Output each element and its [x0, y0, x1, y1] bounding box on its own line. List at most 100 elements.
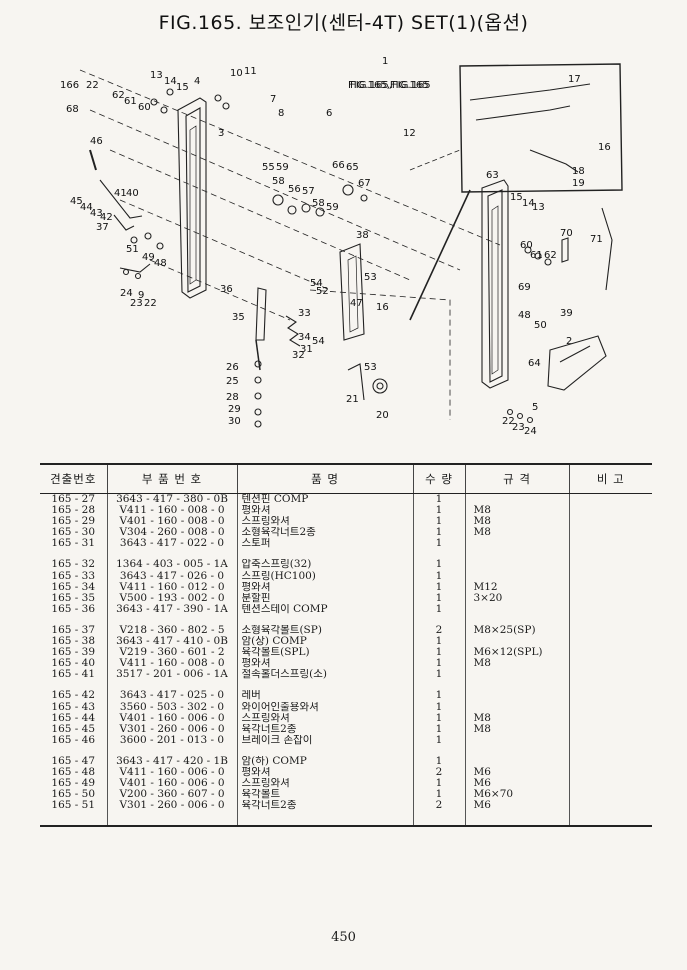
spec-cell: M6 [464, 800, 569, 812]
svg-text:22: 22 [502, 416, 515, 427]
part-name-cell: 레버 [236, 690, 413, 702]
table-spacer-row [40, 614, 652, 625]
part-name-cell: 평와셔 [236, 505, 413, 517]
table-header-row: 견출번호 부 품 번 호 품 명 수 량 규 격 비 고 [40, 463, 652, 494]
svg-text:6: 6 [326, 108, 332, 119]
quantity-cell: 1 [412, 647, 465, 659]
ref-no-cell [40, 811, 107, 828]
svg-text:24: 24 [524, 426, 537, 437]
svg-text:13: 13 [532, 202, 545, 213]
part-name-cell: 스프링와셔 [236, 712, 413, 724]
part-name-cell: 소형육각너트2종 [236, 527, 413, 539]
remarks-cell [568, 559, 652, 571]
ref-no-cell [40, 549, 107, 559]
quantity-cell [412, 680, 465, 691]
part-no-cell [106, 614, 237, 625]
svg-text:63: 63 [486, 170, 499, 181]
part-no-cell: V411 - 160 - 008 - 0 [106, 658, 237, 670]
svg-text:9: 9 [138, 290, 144, 301]
part-name-cell [236, 614, 413, 625]
part-name-cell: 육각볼트 [236, 789, 413, 801]
part-no-cell [106, 549, 237, 560]
svg-text:24: 24 [120, 288, 133, 299]
part-no-cell: 3560 - 503 - 302 - 0 [106, 701, 237, 713]
ref-no-cell: 165 - 51 [51, 800, 96, 812]
part-no-cell: V301 - 260 - 006 - 0 [106, 800, 237, 812]
ref-no-cell: 165 - 48 [51, 766, 96, 778]
svg-text:15: 15 [510, 192, 523, 203]
remarks-cell [568, 603, 652, 615]
quantity-cell: 2 [412, 800, 465, 812]
part-name-cell: 스토퍼 [236, 538, 413, 550]
part-name-cell: 암(하) COMP [236, 755, 413, 767]
remarks-cell [568, 624, 652, 637]
svg-text:56: 56 [288, 184, 301, 195]
quantity-cell: 1 [412, 636, 465, 648]
quantity-cell: 1 [412, 527, 465, 539]
remarks-cell [568, 766, 652, 779]
svg-text:23: 23 [130, 298, 143, 309]
svg-text:166: 166 [60, 80, 79, 91]
svg-text:32: 32 [292, 350, 305, 361]
page-title: FIG.165. 보조인기(센터-4T) SET(1)(옵션) [158, 12, 529, 34]
svg-text:4: 4 [194, 76, 200, 87]
spec-cell [464, 755, 569, 767]
svg-text:54: 54 [310, 278, 323, 289]
svg-text:42: 42 [100, 212, 113, 223]
remarks-cell [568, 516, 652, 528]
svg-text:33: 33 [298, 308, 311, 319]
svg-text:25: 25 [226, 376, 239, 387]
spec-cell [464, 538, 569, 550]
part-name-cell: 스프링와셔 [236, 516, 413, 528]
table-spacer-row [40, 549, 652, 560]
quantity-cell: 1 [412, 712, 465, 724]
svg-text:43: 43 [90, 208, 103, 219]
part-no-cell: V304 - 260 - 008 - 0 [106, 527, 237, 539]
svg-text:65: 65 [346, 162, 359, 173]
svg-text:70: 70 [560, 228, 573, 239]
part-no-cell: 3643 - 417 - 022 - 0 [106, 538, 237, 550]
svg-text:11: 11 [244, 66, 257, 77]
spec-cell: M8 [464, 723, 569, 735]
svg-text:26: 26 [226, 362, 239, 373]
quantity-cell: 1 [412, 690, 465, 702]
svg-text:21: 21 [346, 394, 359, 405]
remarks-cell [568, 789, 652, 801]
svg-text:66: 66 [332, 160, 345, 171]
svg-text:55: 55 [262, 162, 275, 173]
svg-text:50: 50 [534, 320, 547, 331]
svg-text:48: 48 [518, 310, 531, 321]
part-no-cell: V411 - 160 - 006 - 0 [106, 766, 237, 779]
svg-text:64: 64 [528, 358, 541, 369]
ref-no-cell: 165 - 31 [51, 538, 96, 550]
spec-cell: M8 [464, 505, 569, 517]
quantity-cell [412, 745, 465, 756]
header-spec: 규 격 [464, 463, 569, 494]
svg-text:20: 20 [376, 410, 389, 421]
part-name-cell: 육각볼트(SPL) [236, 647, 413, 659]
quantity-cell [412, 549, 465, 560]
remarks-cell [568, 647, 652, 659]
remarks-cell [568, 811, 652, 828]
part-no-cell: V200 - 360 - 607 - 0 [106, 789, 237, 801]
quantity-cell: 1 [412, 701, 465, 713]
quantity-cell: 1 [412, 592, 465, 604]
quantity-cell: 1 [412, 505, 465, 517]
remarks-cell [568, 778, 652, 790]
part-no-cell: 3517 - 201 - 006 - 1A [106, 669, 237, 681]
svg-text:34: 34 [298, 332, 311, 343]
quantity-cell: 1 [412, 669, 465, 681]
svg-text:53: 53 [364, 362, 377, 373]
diagram-figure-reference: FIG.165,FIG.165 [350, 80, 431, 91]
ref-no-cell: 165 - 44 [51, 712, 96, 724]
svg-text:15: 15 [176, 82, 189, 93]
